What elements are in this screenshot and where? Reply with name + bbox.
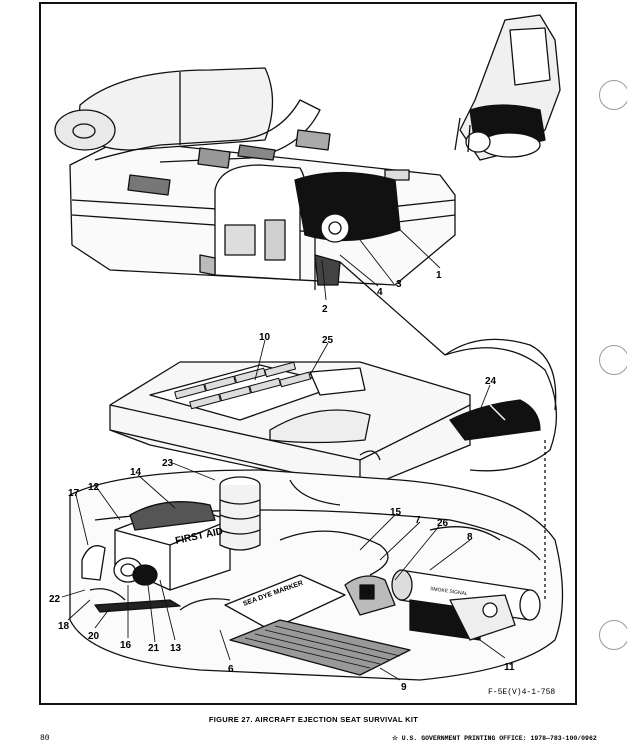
callout-number: 13 [170, 643, 182, 654]
callout-number: 16 [120, 640, 132, 651]
callout-number: 23 [162, 458, 174, 469]
callout-number: 14 [130, 467, 142, 478]
callout-number: 24 [485, 376, 497, 387]
callout-number: 15 [390, 507, 402, 518]
callout-number: 17 [68, 488, 80, 499]
ejection-seat-inset [454, 14, 561, 161]
detail-magnifier [444, 347, 558, 472]
beacon-pack [294, 171, 401, 286]
callout-number: 25 [322, 335, 334, 346]
binder-hole [599, 80, 627, 110]
figure-caption: FIGURE 27. AIRCRAFT EJECTION SEAT SURVIV… [208, 715, 419, 724]
callout-number: 6 [228, 664, 234, 675]
callout-number: 12 [88, 482, 100, 493]
callout-number: 26 [437, 518, 449, 529]
open-survival-kit [69, 469, 564, 681]
callout-number: 9 [401, 682, 407, 693]
callout-number: 20 [88, 631, 100, 642]
page-number: 80 [40, 734, 50, 743]
callout-number: 22 [49, 594, 61, 605]
figure-frame [39, 2, 577, 705]
binder-hole [599, 345, 627, 375]
callout-number: 11 [504, 662, 515, 673]
binder-hole [599, 620, 627, 650]
callout-number: 10 [259, 332, 271, 343]
callout-number: 21 [148, 643, 160, 654]
printing-office-note: ☆ U.S. GOVERNMENT PRINTING OFFICE: 1978—… [392, 735, 597, 742]
callout-number: 1 [436, 270, 442, 281]
callout-number: 2 [322, 304, 328, 315]
smoke-signal-label: SMOKE SIGNAL [430, 586, 468, 597]
callout-number: 4 [377, 287, 383, 298]
seat-kit-container [54, 67, 456, 290]
callout-number: 8 [467, 532, 473, 543]
callout-number: 18 [58, 621, 70, 632]
kit-tray [109, 361, 471, 491]
figure-code: F-5E(V)4-1-758 [488, 688, 556, 697]
callout-number: 7 [415, 515, 421, 526]
callout-number: 3 [396, 279, 402, 290]
